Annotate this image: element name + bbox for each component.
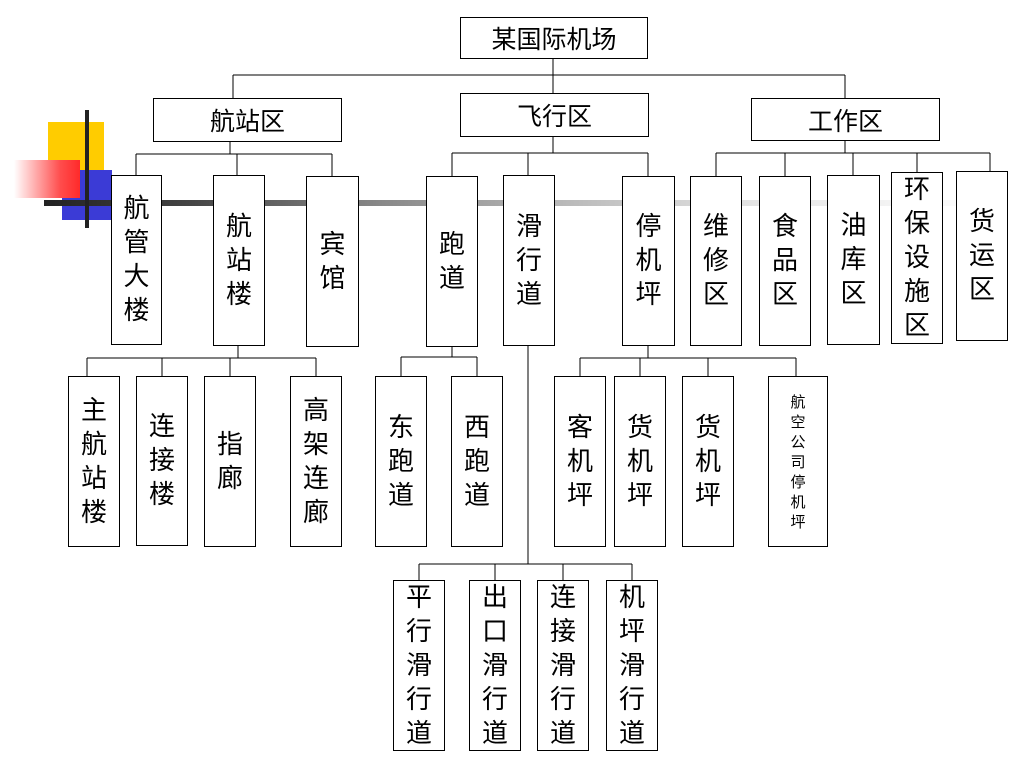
node-pier: 指廊: [204, 376, 256, 547]
zone-terminal-area: 航站区: [153, 98, 342, 142]
connector-flight-zone: [451, 136, 649, 176]
node-cargo-apron-1: 货机坪: [614, 376, 666, 547]
node-terminal-building: 航站楼: [213, 175, 265, 346]
node-main-terminal: 主航站楼: [68, 376, 120, 547]
connector-root-to-zones: [232, 58, 846, 98]
node-connector-building: 连接楼: [136, 376, 188, 546]
node-apron: 停机坪: [622, 176, 675, 346]
node-apron-taxiway: 机坪滑行道: [606, 580, 658, 751]
node-cargo-apron-2: 货机坪: [682, 376, 734, 547]
node-runway: 跑道: [426, 176, 478, 347]
node-fuel-depot-area: 油库区: [827, 175, 880, 345]
node-atc-building: 航管大楼: [111, 175, 162, 345]
node-connecting-taxiway: 连接滑行道: [537, 580, 589, 751]
node-taxiway: 滑行道: [503, 175, 555, 346]
node-maintenance-area: 维修区: [690, 176, 742, 346]
node-east-runway: 东跑道: [375, 376, 427, 547]
node-elevated-walkway: 高架连廊: [290, 376, 342, 547]
node-airline-apron: 航空公司停机坪: [768, 376, 828, 547]
connector-runway: [400, 347, 478, 376]
connector-apron: [579, 346, 797, 376]
connector-terminal-building: [86, 346, 317, 376]
connector-taxiway: [418, 345, 633, 580]
node-food-area: 食品区: [759, 176, 811, 346]
node-hotel: 宾馆: [306, 176, 359, 347]
connector-work-zone: [715, 140, 991, 176]
root-node-airport: 某国际机场: [460, 17, 648, 59]
node-west-runway: 西跑道: [451, 376, 503, 547]
node-passenger-apron: 客机坪: [554, 376, 606, 547]
decorative-vertical-bar: [85, 110, 89, 228]
node-cargo-area: 货运区: [956, 171, 1008, 341]
zone-flight-area: 飞行区: [460, 93, 649, 137]
connector-terminal-zone: [135, 142, 333, 176]
node-exit-taxiway: 出口滑行道: [469, 580, 521, 751]
decorative-red-gradient: [14, 160, 80, 198]
zone-work-area: 工作区: [751, 98, 940, 141]
node-parallel-taxiway: 平行滑行道: [393, 580, 445, 751]
node-environmental-facility-area: 环保设施区: [891, 172, 943, 344]
